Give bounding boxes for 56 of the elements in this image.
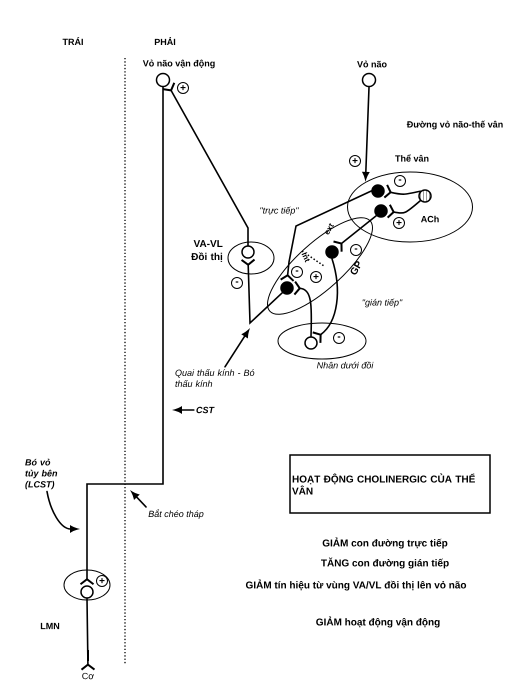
tract-label: CST [196, 406, 215, 414]
effect-text: GIẢM tín hiệu từ vùng VA/VL đồi thị lên vỏ não [246, 579, 466, 591]
neuron-circle [80, 585, 94, 599]
region-label: Cơ [82, 672, 94, 680]
pathway-line [280, 190, 372, 282]
neuron-dot [325, 245, 339, 259]
neuron-dot [374, 204, 388, 218]
region-label: GP [350, 261, 360, 274]
region-label: Vỏ não [357, 60, 387, 68]
leader-arrow [224, 330, 250, 368]
leader-arrow [131, 491, 147, 508]
neuron-dot [280, 281, 294, 295]
pathway-line [162, 82, 249, 246]
title-box: HOẠT ĐỘNG CHOLINERGIC CỦA THỂ VÂN [289, 454, 491, 514]
region-label: Thể vân [395, 154, 428, 162]
effect-text: GIẢM con đường trực tiếp [322, 537, 448, 549]
edge-label: "trực tiếp" [258, 206, 300, 216]
side-label: PHẢI [154, 36, 176, 46]
neuron-circle [304, 336, 318, 350]
neuron-dot [371, 184, 385, 198]
effect-text: GIẢM hoạt động vận động [316, 616, 440, 628]
pathway-line [362, 86, 370, 180]
polarity-sign: - [333, 332, 345, 344]
polarity-sign: - [231, 277, 243, 289]
polarity-sign: + [349, 155, 361, 167]
side-label: TRÁI [62, 37, 83, 45]
polarity-sign: - [394, 175, 406, 187]
pathway-line [80, 86, 164, 586]
pathway-line [294, 281, 312, 338]
pathway-line [333, 214, 378, 252]
leader-arrow [174, 406, 195, 414]
region-label: Vỏ não vận động [142, 60, 215, 68]
pathway-line [386, 200, 422, 218]
region-label: Bắt chéo tháp [148, 509, 204, 519]
region-label: Nhân dưới đồi [316, 362, 374, 368]
tract-label: Bó vỏ tủy bên (LCST) [25, 458, 58, 490]
pathway-line [240, 258, 284, 325]
pathway-line [312, 258, 338, 343]
effect-text: TĂNG con đường gián tiếp [321, 558, 449, 568]
region-label: ACh [420, 216, 439, 222]
edge-label: "gián tiếp" [360, 298, 404, 308]
pathway-line [80, 598, 96, 670]
polarity-sign: + [177, 82, 189, 94]
polarity-sign: + [393, 217, 405, 229]
region-label: VA-VL Đồi thị [191, 240, 222, 262]
neuron-circle [241, 245, 255, 259]
polarity-sign: + [310, 271, 322, 283]
tract-label: Quai thấu kính - Bó thấu kính [175, 369, 254, 387]
leader-arrow [46, 490, 78, 532]
polarity-sign: - [291, 266, 303, 278]
pathway-line [384, 184, 422, 198]
polarity-sign: - [350, 244, 362, 256]
region-label: LMN [40, 622, 60, 630]
segment-label: int [302, 252, 310, 263]
edge-label: Đường vỏ não-thế vân [406, 120, 504, 130]
polarity-sign: + [96, 575, 108, 587]
